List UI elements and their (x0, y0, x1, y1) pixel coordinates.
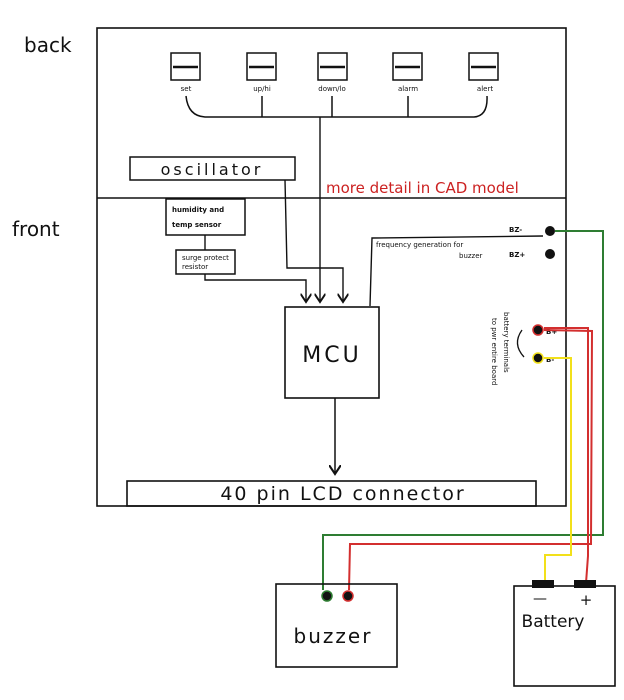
wire-yellow (544, 357, 572, 583)
mcu-block (284, 306, 380, 399)
battery-label: Battery (522, 612, 585, 632)
oscillator-block (129, 156, 296, 181)
frequency-note-2: buzzer (459, 252, 483, 260)
back-label: back (24, 33, 72, 57)
oscillator-label: oscillator (161, 160, 264, 179)
surge-label-1: surge protect (182, 254, 229, 262)
buzzer-terminal-green (321, 590, 333, 602)
front-label: front (12, 217, 60, 241)
lcd-connector-block (126, 480, 537, 507)
switch-set: set (170, 52, 201, 93)
battery-minus-sign: — (533, 591, 547, 607)
b-plus-terminal (532, 324, 544, 336)
mcu-input-wires (204, 117, 544, 307)
switch-label: up/hi (253, 85, 271, 93)
humidity-label-2: temp sensor (172, 221, 222, 229)
battery-terminals-note-1: battery terminals (502, 312, 510, 373)
wire-red-bz (348, 329, 594, 591)
battery-terminals-note-2: to pwr entire board (490, 318, 498, 385)
bz-plus-label: BZ+ (509, 251, 525, 259)
surge-label-2: resistor (182, 263, 208, 271)
switch-label: set (181, 85, 192, 93)
buzzer-block (275, 583, 398, 668)
mcu-label: MCU (302, 343, 361, 368)
battery-terminal-negative (532, 580, 554, 588)
battery-terminals-bracket (516, 329, 525, 358)
switch-label: alert (477, 85, 493, 93)
battery-plus-sign: + (580, 591, 593, 609)
switch-up-hi: up/hi (246, 52, 277, 93)
switch-label: alarm (398, 85, 418, 93)
buzzer-terminal-red (342, 590, 354, 602)
wire-green (322, 230, 604, 590)
switch-alert: alert (468, 52, 499, 93)
battery-block (513, 585, 616, 687)
cad-note: more detail in CAD model (326, 179, 519, 197)
bz-plus-terminal (545, 249, 555, 259)
bz-minus-terminal (545, 226, 555, 236)
humidity-sensor-block (165, 198, 246, 236)
lcd-connector-label: 40 pin LCD connector (220, 483, 465, 505)
wire-red-battery (544, 327, 589, 584)
b-plus-label: B+ (546, 328, 557, 336)
b-minus-label: B- (546, 356, 554, 364)
bz-minus-label: BZ- (509, 226, 522, 234)
buzzer-label: buzzer (294, 624, 373, 648)
switch-bus (185, 95, 488, 118)
switch-label: down/lo (318, 85, 345, 93)
b-minus-terminal (532, 352, 544, 364)
switch-alarm: alarm (392, 52, 423, 93)
switch-down-lo: down/lo (317, 52, 348, 93)
humidity-label-1: humidity and (172, 206, 224, 214)
frequency-note-1: frequency generation for (376, 241, 463, 249)
battery-terminal-positive (574, 580, 596, 588)
external-wires (322, 230, 604, 591)
